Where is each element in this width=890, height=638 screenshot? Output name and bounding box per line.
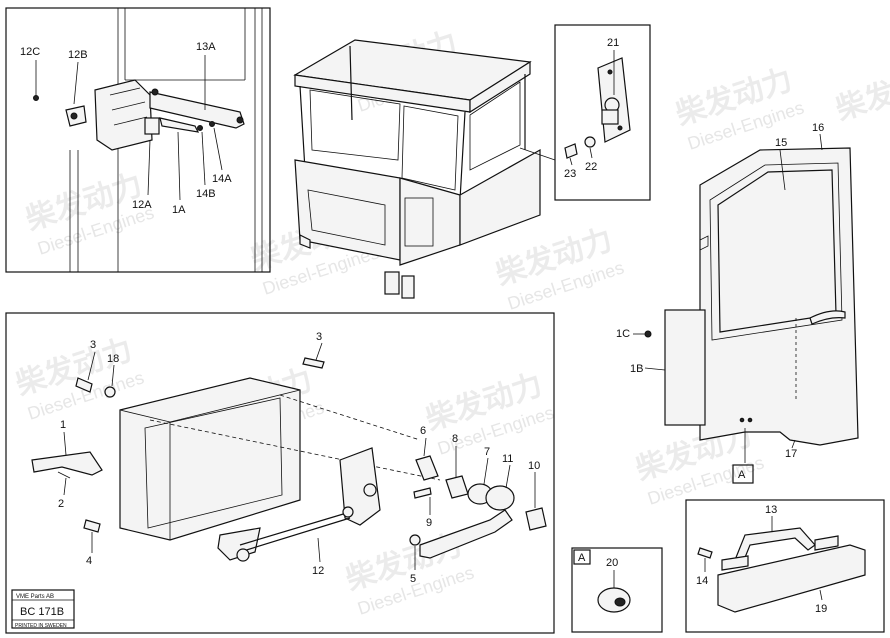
panel-lock-detail: 12C 12B 13A 14A 14B 12A 1A [5,7,271,273]
callout-1: 1 [60,419,66,431]
callout-9: 9 [426,517,432,529]
callout-6: 6 [420,425,426,437]
callout-1B: 1B [630,363,643,375]
callout-15: 15 [775,137,787,149]
callout-12B: 12B [68,49,88,61]
panel-handle-detail: 13 14 19 [685,499,885,633]
callout-14: 14 [696,575,708,587]
door-ref-box-A: A [738,469,746,481]
callout-10: 10 [528,460,540,472]
callout-17: 17 [785,448,797,460]
callout-18: 18 [107,353,119,365]
callout-12C: 12C [20,46,40,58]
watermark-brand: 柴发动力 [832,57,890,127]
door-assembly: A 15 16 1C 1B 17 [616,122,859,484]
callout-13A: 13A [196,41,216,53]
title-code: BC 171B [20,606,64,618]
callout-7: 7 [484,446,490,458]
callout-3a: 3 [90,339,96,351]
callout-12A: 12A [132,199,152,211]
title-printed: PRINTED IN SWEDEN [15,623,67,629]
callout-14B: 14B [196,188,216,200]
callout-4: 4 [86,555,92,567]
callout-1A: 1A [172,204,186,216]
callout-13: 13 [765,504,777,516]
callout-12: 12 [312,565,324,577]
cab-overview [293,39,556,299]
callout-16: 16 [812,122,824,134]
callout-21: 21 [607,37,619,49]
panel-exploded-handle: 3 18 3 1 2 4 6 8 7 11 10 9 5 12 [5,312,555,634]
callout-1C: 1C [616,328,630,340]
callout-11: 11 [502,453,513,465]
callout-19: 19 [815,603,827,615]
callout-22: 22 [585,161,597,173]
callout-20: 20 [606,557,618,569]
callout-8: 8 [452,433,458,445]
callout-5: 5 [410,573,416,585]
callout-3b: 3 [316,331,322,343]
title-company: VME Parts AB [16,594,54,600]
callout-2: 2 [58,498,64,510]
callout-23: 23 [564,168,576,180]
panel-lock-plate: 21 22 23 [554,24,651,201]
title-block: VME Parts AB BC 171B PRINTED IN SWEDEN [11,589,75,629]
panel-detail-a: A 20 [571,547,663,633]
callout-14A: 14A [212,173,232,185]
detail-a-label: A [578,552,586,564]
